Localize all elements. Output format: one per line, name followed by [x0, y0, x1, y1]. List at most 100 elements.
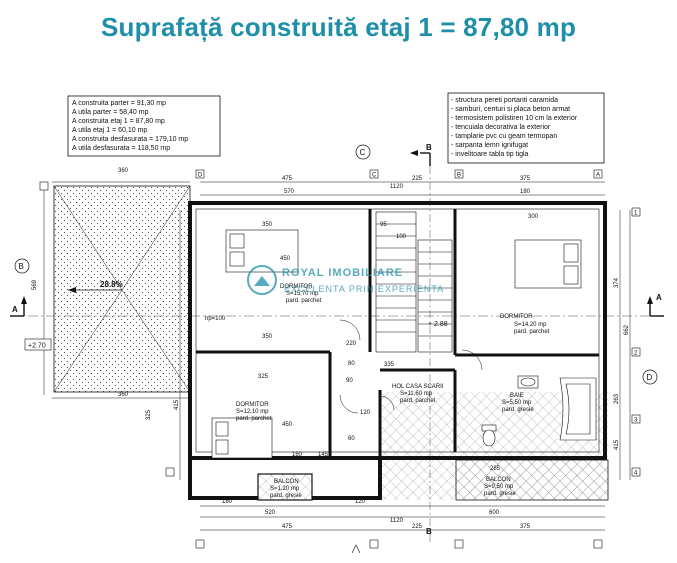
roof-area: 28.8%	[53, 185, 191, 393]
svg-text:C: C	[360, 148, 366, 157]
svg-text:60: 60	[348, 436, 355, 442]
level-mark-left: +2.70	[24, 338, 52, 351]
dim-label: 600	[489, 510, 500, 516]
toilet-icon	[481, 424, 497, 447]
axis-d-bubble: D	[642, 369, 658, 385]
balcony-1	[257, 473, 313, 501]
grid-markers-right: 1 2 3 4	[631, 207, 641, 477]
north-marker-icon	[351, 544, 361, 554]
balcony-2-floor	[455, 459, 609, 501]
svg-text:S=1,20 mp: S=1,20 mp	[270, 486, 300, 492]
bed-room2-icon	[514, 239, 582, 289]
areas-line: A utila etaj 1 = 60,10 mp	[72, 127, 147, 134]
svg-text:S=5,50 mp: S=5,50 mp	[502, 400, 532, 406]
svg-text:BALCON: BALCON	[274, 479, 299, 485]
dim-label: 570	[284, 189, 295, 195]
section-b-top-marker: B	[410, 143, 432, 166]
svg-text:S=15,70 mp: S=15,70 mp	[286, 291, 319, 297]
svg-text:A: A	[596, 173, 600, 179]
interior-walls	[196, 209, 599, 458]
dim-label: 569	[32, 279, 38, 290]
svg-text:2: 2	[634, 351, 638, 357]
roof-slope-label: 28.8%	[100, 280, 123, 289]
areas-line: A construita etaj 1 = 87,80 mp	[72, 118, 165, 125]
svg-text:450: 450	[282, 422, 293, 428]
room-label-room1: DORMITOR S=15,70 mp pard. parchet	[280, 284, 322, 304]
dim-label: 263	[614, 393, 620, 404]
specs-info-box: - structura pereti portanti caramida - s…	[447, 92, 605, 164]
grid-markers-top: D C B A	[195, 169, 603, 179]
svg-text:D: D	[647, 373, 653, 382]
svg-text:S=14,20 mp: S=14,20 mp	[514, 322, 547, 328]
dim-label: 374	[614, 277, 620, 288]
dim-label: 415	[174, 399, 180, 410]
dim-label: 662	[624, 324, 630, 335]
axis-b-bubble: B	[14, 258, 30, 274]
svg-text:160: 160	[292, 452, 303, 458]
svg-text:B: B	[426, 527, 432, 536]
dim-label: 120	[355, 499, 366, 505]
areas-line: A utila parter = 58,40 mp	[72, 109, 149, 116]
svg-text:A: A	[656, 293, 662, 302]
svg-text:DORMITOR: DORMITOR	[280, 284, 313, 290]
dim-label: 475	[282, 524, 293, 530]
areas-line: A utila desfasurata = 118,50 mp	[72, 145, 170, 152]
svg-text:S=11,60 mp: S=11,60 mp	[400, 391, 433, 397]
dim-label: 225	[412, 176, 423, 182]
svg-text:+2.70: +2.70	[28, 343, 46, 350]
svg-text:HOL CASA SCARII: HOL CASA SCARII	[392, 384, 444, 390]
dim-label: 520	[265, 510, 276, 516]
areas-info-box: A construita parter = 91,30 mp A utila p…	[67, 95, 221, 157]
svg-text:DORMITOR: DORMITOR	[236, 402, 269, 408]
svg-text:A: A	[12, 305, 18, 314]
svg-text:350: 350	[262, 222, 273, 228]
svg-text:DORMITOR: DORMITOR	[500, 314, 533, 320]
room-label-bath: BAIE S=5,50 mp pard. gresie	[502, 393, 534, 413]
dim-label: 375	[520, 524, 531, 530]
room-label-balcony1: BALCON S=1,20 mp pard. gresie	[270, 479, 302, 499]
staircase	[375, 211, 453, 353]
spec-line: - termosistem polistiren 10 cm la exteri…	[451, 115, 578, 122]
areas-line: A construita parter = 91,30 mp	[72, 100, 166, 107]
axis-c-bubble: C	[355, 144, 371, 160]
svg-text:285: 285	[490, 466, 501, 472]
svg-text:B: B	[426, 143, 432, 152]
dim-label: 475	[282, 176, 293, 182]
sink-icon	[517, 375, 539, 389]
svg-text:+ 2.88: + 2.88	[428, 321, 448, 328]
svg-text:B: B	[457, 173, 461, 179]
bathtub-icon	[559, 377, 597, 441]
dim-label: 1120	[390, 184, 404, 190]
svg-text:300: 300	[528, 214, 539, 220]
svg-text:95: 95	[380, 222, 387, 228]
svg-text:100: 100	[396, 234, 407, 240]
svg-text:90: 90	[346, 378, 353, 384]
spec-line: - tamplarie pvc cu geam termopan	[451, 133, 557, 140]
dim-label: 415	[614, 439, 620, 450]
top-dimensions	[52, 181, 605, 196]
svg-text:pard. gresie: pard. gresie	[270, 493, 302, 499]
spec-line: - tencuiala decorativa la exterior	[451, 124, 551, 131]
dim-label: 360	[118, 392, 129, 398]
svg-text:220: 220	[346, 341, 357, 347]
svg-text:pard. gresie: pard. gresie	[484, 491, 516, 497]
svg-text:B: B	[19, 262, 24, 271]
bottom-dimensions	[52, 397, 605, 531]
spec-line: - invelitoare tabla tip tigla	[451, 151, 529, 158]
dim-label: 225	[412, 524, 423, 530]
svg-text:335: 335	[384, 362, 395, 368]
svg-text:pard. parchet: pard. parchet	[236, 416, 272, 422]
svg-text:120: 120	[360, 410, 371, 416]
dim-label: 180	[222, 499, 233, 505]
svg-text:325: 325	[258, 374, 269, 380]
section-a-right-marker: A	[647, 293, 664, 317]
svg-text:4: 4	[634, 471, 638, 477]
svg-text:BALCON: BALCON	[486, 477, 511, 483]
dim-label: 375	[520, 176, 531, 182]
svg-text:D: D	[198, 173, 203, 179]
svg-text:350: 350	[262, 334, 273, 340]
room-label-hall: HOL CASA SCARII S=11,60 mp pard. parchet	[392, 384, 444, 404]
svg-text:145: 145	[318, 452, 329, 458]
watermark-tagline: EXCELENTA PRIN EXPERIENTA	[284, 284, 444, 294]
section-b-bottom-marker: B	[426, 527, 432, 536]
